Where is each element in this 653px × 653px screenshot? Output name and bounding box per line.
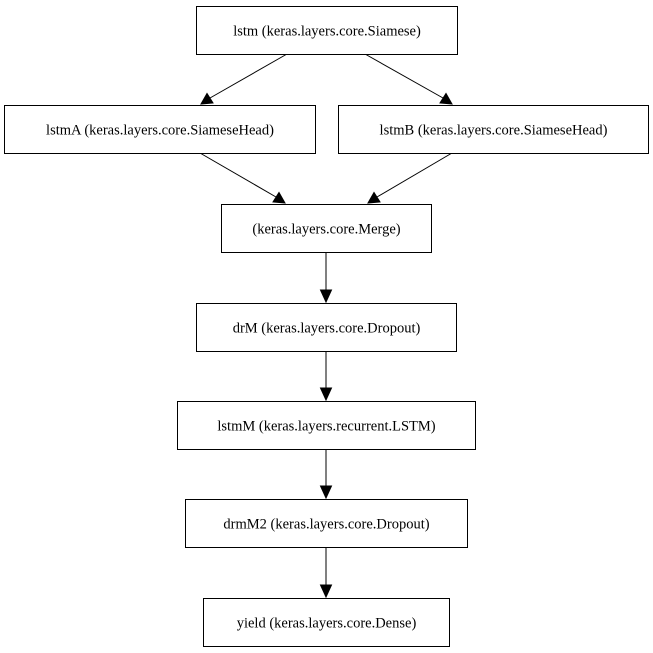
edges [199,53,453,599]
edge-lstm-to-lstmA [200,53,288,105]
node-label: lstmM (keras.layers.recurrent.LSTM) [217,419,435,435]
edge-drM-to-lstmM [319,351,333,402]
node-label: (keras.layers.core.Merge) [252,222,400,238]
node-drM[interactable]: drM (keras.layers.core.Dropout) [196,303,457,352]
node-lstmB[interactable]: lstmB (keras.layers.core.SiameseHead) [338,105,649,154]
node-lstm[interactable]: lstm (keras.layers.core.Siamese) [196,6,458,55]
edge-merge-to-drM [319,252,333,304]
node-lstmA[interactable]: lstmA (keras.layers.core.SiameseHead) [4,105,316,154]
node-lstmM[interactable]: lstmM (keras.layers.recurrent.LSTM) [177,401,476,450]
node-drmM2[interactable]: drmM2 (keras.layers.core.Dropout) [185,499,468,548]
node-label: yield (keras.layers.core.Dense) [237,616,417,632]
node-label: drmM2 (keras.layers.core.Dropout) [223,517,429,533]
edge-drmM2-to-yield [319,547,333,599]
edge-lstm-to-lstmB [364,53,453,105]
edge-lstmB-to-merge [367,152,453,204]
edge-lstmM-to-drmM2 [319,449,333,500]
node-merge[interactable]: (keras.layers.core.Merge) [221,204,432,253]
edge-lstmA-to-merge [199,152,286,204]
node-label: lstmB (keras.layers.core.SiameseHead) [380,123,608,139]
node-label: lstmA (keras.layers.core.SiameseHead) [46,123,274,139]
node-label: drM (keras.layers.core.Dropout) [233,321,421,337]
node-label: lstm (keras.layers.core.Siamese) [233,24,421,40]
node-yield[interactable]: yield (keras.layers.core.Dense) [203,598,450,647]
